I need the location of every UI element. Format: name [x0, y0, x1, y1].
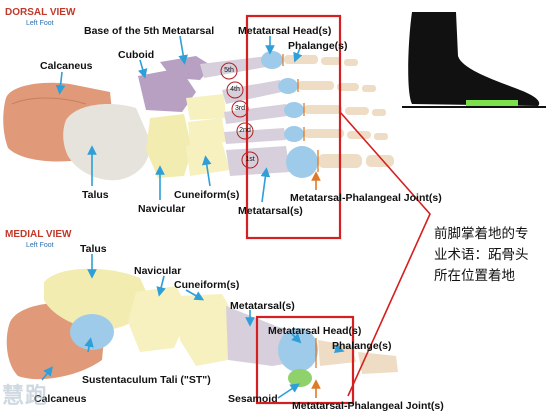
medial-view-title: MEDIAL VIEW	[5, 229, 72, 240]
dorsal-foot	[3, 51, 394, 181]
foot-silhouette-icon	[402, 12, 546, 108]
label-cuboid: Cuboid	[118, 49, 155, 61]
medial-talus-bone	[44, 268, 150, 331]
dorsal-phalanges	[284, 55, 394, 168]
dorsal-talus-bone	[63, 104, 151, 181]
medial-highlight-box	[255, 315, 355, 405]
dorsal-metatarsal-head-1	[286, 146, 318, 178]
dorsal-highlight-box	[245, 14, 342, 240]
label-medial-navicular: Navicular	[134, 265, 182, 277]
label-dorsal-talus: Talus	[82, 189, 109, 201]
dorsal-5th-metatarsal-base	[160, 56, 212, 80]
label-dorsal-cuneiforms: Cuneiform(s)	[174, 189, 240, 201]
dorsal-cuboid-bone	[138, 68, 196, 112]
label-medial-phalanges: Phalange(s)	[332, 340, 392, 352]
digit-label-3rd: 3rd	[234, 105, 246, 112]
label-medial-cuneiforms: Cuneiform(s)	[174, 279, 240, 291]
dorsal-metatarsal-head-3	[284, 102, 304, 118]
label-medial-talus: Talus	[80, 243, 107, 255]
label-base-5th-metatarsal: Base of the 5th Metatarsal	[84, 25, 215, 37]
medial-view-subtitle: Left Foot	[26, 242, 54, 249]
callout-chinese-note: 前脚掌着地的专业术语：跖骨头所在位置着地	[434, 226, 529, 284]
label-sesamoid: Sesamoid	[228, 393, 278, 405]
callout-connector	[339, 111, 431, 397]
digit-label-4th: 4th	[230, 86, 240, 93]
dorsal-navicular-bone	[146, 114, 192, 178]
dorsal-cuneiform-3	[186, 94, 226, 120]
label-dorsal-mtp-joint: Metatarsal-Phalangeal Joint(s)	[290, 192, 442, 204]
dorsal-metatarsal-2	[224, 128, 286, 144]
medial-navicular-bone	[128, 286, 190, 352]
label-dorsal-metatarsals: Metatarsal(s)	[238, 205, 303, 217]
digit-label-2nd: 2nd	[239, 127, 251, 134]
label-dorsal-navicular: Navicular	[138, 203, 186, 215]
dorsal-cuneiform-2	[188, 118, 226, 146]
dorsal-view-subtitle: Left Foot	[26, 20, 54, 27]
label-sustentaculum: Sustentaculum Tali ("ST")	[82, 374, 211, 386]
label-medial-mtp-joint: Metatarsal-Phalangeal Joint(s)	[292, 400, 444, 412]
label-medial-metatarsal-head: Metatarsal Head(s)	[268, 325, 362, 337]
watermark-logo: 慧跑	[2, 384, 49, 409]
dorsal-metatarsal-head-2	[284, 126, 304, 142]
label-medial-calcaneus: Calcaneus	[34, 393, 87, 405]
label-dorsal-metatarsal-head: Metatarsal Head(s)	[238, 25, 332, 37]
ground-contact-strip	[466, 100, 518, 106]
dorsal-metatarsal-head-4	[278, 78, 298, 94]
medial-sesamoid-bone	[288, 369, 312, 387]
medial-foot	[6, 268, 398, 387]
medial-cuneiform-bone	[176, 294, 236, 366]
label-dorsal-calcaneus: Calcaneus	[40, 60, 93, 72]
dorsal-metatarsal-3	[224, 104, 288, 124]
label-dorsal-phalanges: Phalange(s)	[288, 40, 348, 52]
digit-label-5th: 5th	[224, 67, 234, 74]
digit-label-1st: 1st	[245, 156, 255, 163]
medial-metatarsal-head	[278, 328, 318, 372]
dorsal-view-title: DORSAL VIEW	[5, 7, 76, 18]
label-medial-metatarsals: Metatarsal(s)	[230, 300, 295, 312]
medial-sustentaculum-bone	[70, 314, 114, 350]
dorsal-metatarsal-head-5	[261, 51, 283, 69]
